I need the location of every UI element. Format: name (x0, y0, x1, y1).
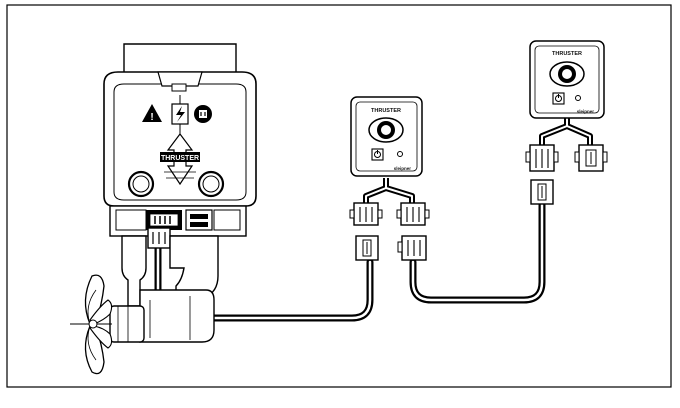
panel-1-power-button-icon[interactable] (371, 148, 384, 161)
thruster-direction-emblem: THRUSTER (160, 133, 200, 186)
propeller-icon (70, 274, 113, 375)
info-circle-icon (194, 105, 212, 123)
motor-label: THRUSTER (161, 155, 199, 162)
svg-text:!: ! (150, 112, 153, 123)
panel-1-brand: sleipner (394, 166, 412, 171)
panel-1-joystick-knob-icon[interactable] (368, 117, 404, 143)
panel-2-power-button-icon[interactable] (552, 92, 565, 105)
panel-2-title: THRUSTER (552, 51, 582, 57)
panel-2-indicator-led (575, 95, 581, 101)
motor-connector-plug-icon (147, 227, 171, 249)
lightning-icon (171, 103, 189, 125)
thruster-motor: ! THRUSTER (70, 43, 257, 375)
warning-triangle-icon: ! (142, 104, 162, 123)
panel-2-connector-pair-icon (525, 144, 608, 205)
panel-1-connector-pair-icon (349, 202, 430, 261)
panel-1-indicator-led (397, 151, 403, 157)
panel2-pigtail (539, 118, 593, 145)
diagram-frame (6, 4, 672, 388)
cable-panel1-to-panel2 (409, 201, 546, 304)
panel1-pigtail (363, 178, 415, 203)
panel-2-brand: sleipner (577, 109, 595, 114)
panel-2-joystick-knob-icon[interactable] (549, 61, 585, 87)
panel-1-title: THRUSTER (371, 108, 401, 114)
control-panel-2: THRUSTER sleipner (529, 40, 605, 119)
control-panel-1: THRUSTER sleipner (350, 96, 423, 177)
